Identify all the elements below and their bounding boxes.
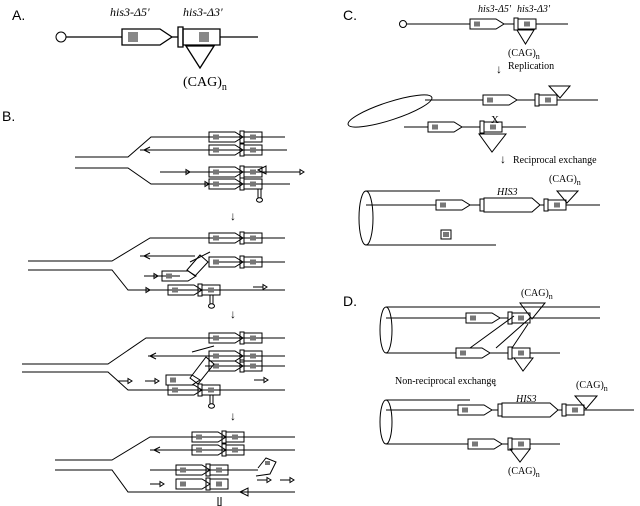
panel-c-step2: Reciprocal exchange (513, 155, 597, 166)
stage-arrow-3: ↓ (230, 409, 236, 423)
panel-c-product-repeat: (CAG)n (549, 174, 581, 187)
fork-stage-2 (28, 231, 285, 309)
stage-arrow-1: ↓ (230, 209, 236, 223)
cag-repeat-triangle (184, 45, 216, 70)
panel-c-label: C. (343, 7, 357, 23)
panel-a-gene-left: his3-Δ5' (110, 5, 150, 19)
fork-stage-3 (22, 331, 285, 409)
panel-b-label: B. (2, 108, 15, 124)
centromere-icon (55, 31, 67, 43)
crossover-mark: X (491, 114, 499, 126)
panel-d-arrow: ↓ (492, 375, 498, 389)
product-loop (358, 190, 374, 246)
sister-chromatid-loop (347, 94, 433, 128)
panel-d-loop (379, 306, 393, 354)
his3-3-cassette (177, 26, 221, 48)
panel-c-step1: Replication (508, 61, 554, 72)
panel-d-bottom-repeat: (CAG)n (508, 466, 540, 479)
panel-c-product-gene: HIS3 (496, 187, 518, 198)
panel-a: A. his3-Δ5' his3-Δ3' (CAG)n (12, 5, 258, 93)
panel-d-product-gene: HIS3 (515, 394, 537, 405)
panel-b: B. ↓ (2, 108, 305, 506)
fork-stage-4 (55, 430, 295, 506)
stage-arrow-2: ↓ (230, 307, 236, 321)
panel-d-product-repeat: (CAG)n (576, 380, 608, 393)
panel-c: C. his3-Δ5' his3-Δ3' (CAG)n ↓ Replicatio… (343, 4, 600, 246)
panel-c-arrow-2: ↓ (500, 152, 506, 166)
panel-d-repeat-top: (CAG)n (521, 288, 553, 301)
panel-d-label: D. (343, 293, 357, 309)
fork-stage-1 (75, 130, 305, 203)
panel-d-step: Non-reciprocal exchange (395, 376, 496, 387)
panel-c-arrow-1: ↓ (496, 62, 502, 76)
panel-d: D. (CAG)n Non-reciprocal exchange ↓ HIS3… (343, 288, 634, 479)
panel-c-repeat: (CAG)n (508, 48, 540, 61)
panel-a-label: A. (12, 7, 25, 23)
panel-c-centromere-icon (399, 20, 407, 28)
panel-a-repeat: (CAG)n (183, 75, 227, 93)
panel-c-gene-right: his3-Δ3' (517, 4, 551, 15)
his3-5-cassette (121, 28, 174, 46)
panel-c-gene-left: his3-Δ5' (478, 4, 512, 15)
panel-d-product-loop (379, 399, 393, 445)
panel-a-gene-right: his3-Δ3' (183, 5, 223, 19)
